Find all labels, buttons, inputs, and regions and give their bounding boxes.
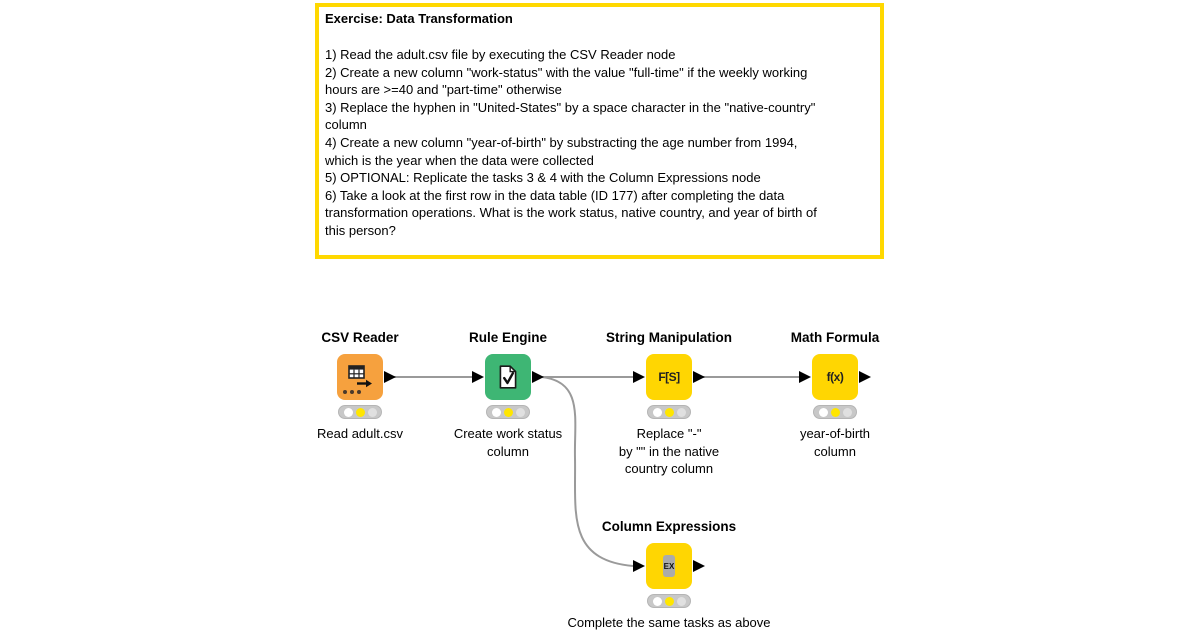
node-label[interactable]: year-of-birth column <box>799 426 871 459</box>
node-label[interactable]: Create work status column <box>453 426 563 459</box>
status-light-red <box>652 596 662 606</box>
csv-reader-node-body[interactable] <box>337 354 396 400</box>
workflow-annotation-box[interactable]: Exercise: Data Transformation 1) Read th… <box>315 3 884 259</box>
output-port[interactable] <box>693 371 705 383</box>
node-label[interactable]: Read adult.csv <box>317 426 403 441</box>
string-manipulation-node: String Manipulation F[S] Replace "-" by … <box>549 330 789 478</box>
output-port[interactable] <box>532 371 544 383</box>
status-light-red <box>343 407 353 417</box>
node-title: CSV Reader <box>321 330 399 345</box>
traffic-light <box>813 405 857 419</box>
output-port[interactable] <box>384 371 396 383</box>
status-light-red <box>652 407 662 417</box>
status-light-red <box>491 407 501 417</box>
input-port[interactable] <box>799 371 811 383</box>
output-port[interactable] <box>859 371 871 383</box>
input-port[interactable] <box>633 560 645 572</box>
status-light-yellow <box>355 407 365 417</box>
node-label[interactable]: Complete the same tasks as above <box>567 615 771 630</box>
node-label[interactable]: Replace "-" by "" in the native country … <box>618 426 720 476</box>
document-check-icon <box>499 365 517 389</box>
rule-engine-node-body[interactable] <box>472 354 544 400</box>
output-port[interactable] <box>693 560 705 572</box>
column-expressions-node-body[interactable]: EX <box>633 543 705 589</box>
annotation-body: 1) Read the adult.csv file by executing … <box>325 47 817 238</box>
status-light-green <box>676 407 686 417</box>
node-title: Math Formula <box>790 330 880 345</box>
node-title: Column Expressions <box>601 519 737 534</box>
traffic-light <box>338 405 382 419</box>
status-light-yellow <box>503 407 513 417</box>
status-light-green <box>676 596 686 606</box>
ellipsis-dots-icon <box>343 390 361 394</box>
string-manipulation-node-body[interactable]: F[S] <box>633 354 705 400</box>
status-light-green <box>367 407 377 417</box>
traffic-light <box>647 594 691 608</box>
node-title: String Manipulation <box>606 330 732 345</box>
rule-engine-node: Rule Engine Create work status column <box>388 330 628 460</box>
string-function-icon: F[S] <box>658 370 680 384</box>
csv-reader-node: CSV Reader Read adult.csv <box>240 330 480 443</box>
table-arrow-icon <box>348 365 372 388</box>
status-light-yellow <box>664 596 674 606</box>
input-port[interactable] <box>633 371 645 383</box>
traffic-light <box>486 405 530 419</box>
connection-rule-to-columnexpr[interactable] <box>541 376 634 567</box>
math-formula-node: Math Formula f(x) year-of-birth column <box>715 330 955 460</box>
math-formula-node-body[interactable]: f(x) <box>799 354 871 400</box>
status-light-yellow <box>664 407 674 417</box>
traffic-light <box>647 405 691 419</box>
status-light-green <box>842 407 852 417</box>
input-port[interactable] <box>472 371 484 383</box>
expression-icon: EX <box>663 555 675 577</box>
annotation-title: Exercise: Data Transformation <box>325 11 513 26</box>
status-light-red <box>818 407 828 417</box>
node-title: Rule Engine <box>468 330 547 345</box>
status-light-yellow <box>830 407 840 417</box>
status-light-green <box>515 407 525 417</box>
column-expressions-node: Column Expressions EX Complete the same … <box>549 519 789 632</box>
math-function-icon: f(x) <box>826 370 844 384</box>
